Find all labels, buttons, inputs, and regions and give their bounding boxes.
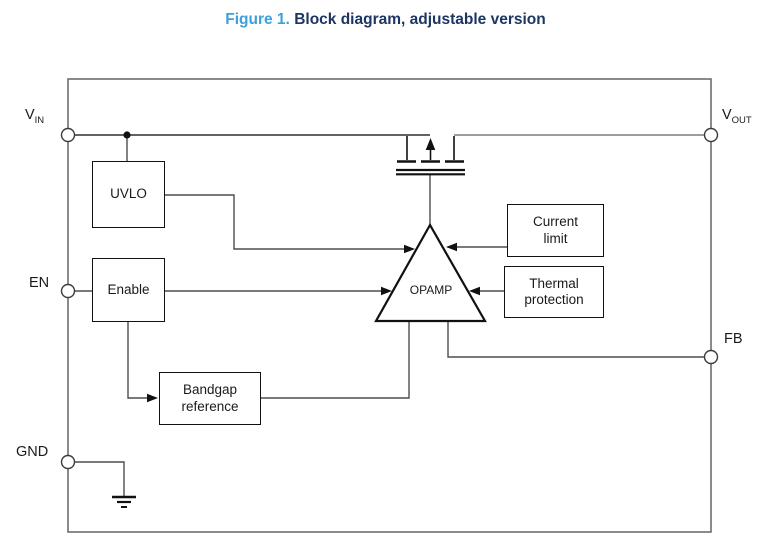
uvlo-to-opamp-wire [165, 194, 405, 250]
bandgap-label-line1: Bandgap [182, 382, 238, 398]
thermal-label-line2: protection [524, 292, 584, 307]
mosfet-arrow-up [425, 138, 436, 150]
vin-base: V [25, 107, 35, 123]
figure-number: Figure 1. [225, 11, 290, 28]
pin-circles [60, 127, 719, 470]
bandgap-reference-block: Bandgap reference [159, 372, 261, 425]
arrow-enable-opamp [381, 286, 392, 296]
vout-sub: OUT [731, 114, 752, 126]
bandgap-to-opamp-wire [261, 322, 410, 399]
vin-pin-label: VIN [25, 107, 45, 126]
opamp-label: OPAMP [409, 283, 453, 297]
current-limit-label-line1: Current [532, 214, 578, 230]
vin-pin-circle [60, 127, 76, 143]
gnd-pin-label: GND [16, 444, 49, 460]
opamp-triangle [374, 222, 487, 323]
enable-label: Enable [107, 281, 150, 297]
arrow-enable-bandgap [147, 393, 158, 403]
ground-symbol-icon [112, 495, 136, 508]
gnd-wire [74, 461, 125, 496]
arrow-thermal-opamp [469, 286, 480, 296]
arrowheads [147, 242, 480, 403]
chip-outline [67, 78, 712, 533]
thermal-protection-block: Thermal protection [504, 266, 604, 318]
enable-block: Enable [92, 258, 165, 322]
fb-pin-circle [703, 349, 719, 365]
en-pin-label: EN [29, 275, 50, 291]
gnd-pin-circle [60, 454, 76, 470]
bandgap-label-line2: reference [181, 398, 239, 414]
opamp-to-fb-wire [447, 322, 705, 358]
figure-caption: Figure 1. Block diagram, adjustable vers… [0, 11, 771, 29]
arrow-uvlo-opamp [404, 244, 415, 254]
en-pin-circle [60, 283, 76, 299]
pass-transistor-icon [396, 136, 465, 176]
arrow-currentlimit-opamp [446, 242, 457, 252]
fb-pin-label: FB [724, 331, 743, 347]
uvlo-block: UVLO [92, 161, 165, 228]
enable-to-bandgap-wire [127, 322, 148, 399]
vout-pin-circle [703, 127, 719, 143]
current-limit-block: Current limit [507, 204, 604, 257]
current-limit-label-line2: limit [543, 230, 568, 246]
figure-title-text: Block diagram, adjustable version [294, 11, 546, 28]
vout-pin-label: VOUT [722, 107, 752, 126]
vout-base: V [722, 107, 732, 123]
uvlo-label: UVLO [110, 186, 147, 202]
wires [74, 134, 705, 496]
junction-dot [123, 131, 131, 139]
vin-sub: IN [34, 114, 45, 126]
thermal-label-line1: Thermal [529, 275, 579, 291]
